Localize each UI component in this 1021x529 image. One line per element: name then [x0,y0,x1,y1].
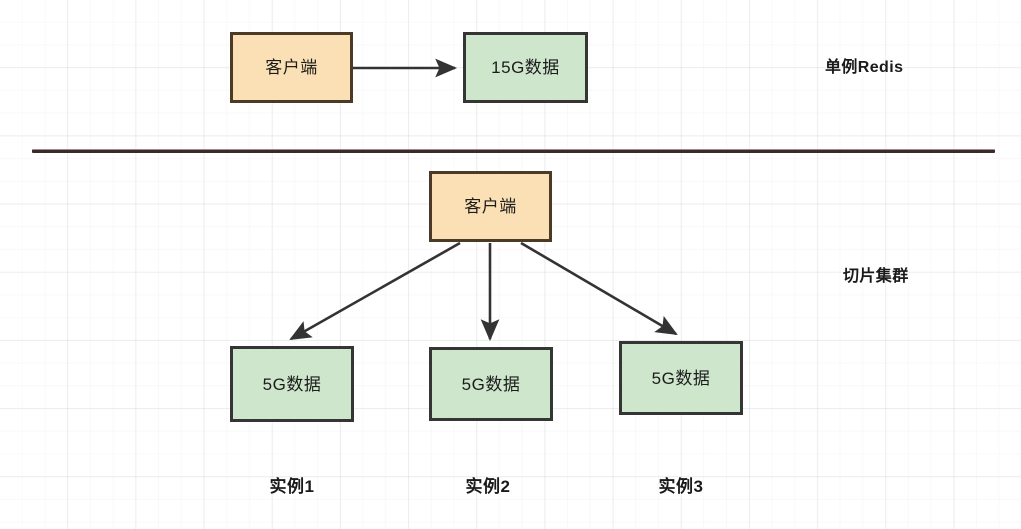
node-label: 5G数据 [651,368,711,388]
section-label-sharded-cluster: 切片集群 [843,268,909,285]
node-cluster-client[interactable]: 客户端 [429,171,552,242]
edge-client-to-instance-3 [520,241,678,336]
node-instance-3-store[interactable]: 5G数据 [619,341,743,415]
node-label: 客户端 [265,58,318,77]
node-instance-1-store[interactable]: 5G数据 [230,346,354,422]
section-divider [32,149,995,153]
node-label: 5G数据 [262,374,322,394]
instance-1-label: 实例1 [269,477,315,496]
node-single-client[interactable]: 客户端 [230,32,353,103]
node-label: 15G数据 [491,58,560,77]
node-label: 客户端 [464,197,517,216]
instance-3-label: 实例3 [658,477,704,496]
node-instance-2-store[interactable]: 5G数据 [429,347,553,421]
edge-client-to-instance-1 [289,241,461,341]
instance-2-label: 实例2 [465,477,511,496]
section-label-single-redis: 单例Redis [825,59,904,76]
node-label: 5G数据 [461,374,521,394]
node-single-store-15g[interactable]: 15G数据 [463,32,588,103]
